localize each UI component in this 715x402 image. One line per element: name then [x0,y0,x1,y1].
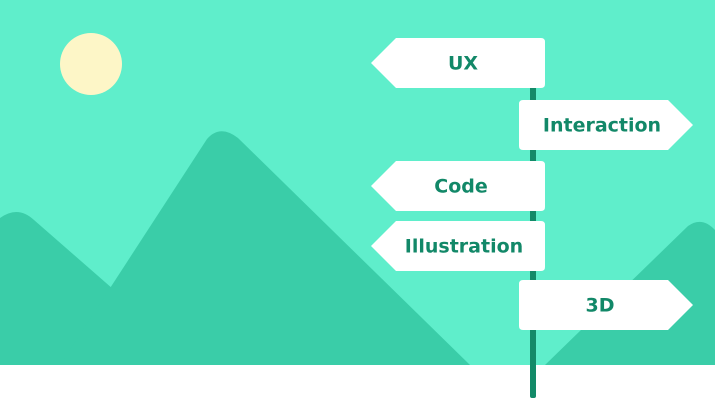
sign-ux: UX [371,38,545,88]
ground [0,365,715,402]
sign-code: Code [371,161,545,211]
sign-interaction: Interaction [519,100,693,150]
sign-code-label: Code [434,176,487,198]
mountain-center [60,131,470,365]
sign-ux-label: UX [448,53,478,75]
sign-interaction-label: Interaction [543,115,661,137]
sun-icon [60,33,122,95]
sign-illustration-label: Illustration [405,236,523,258]
sign-illustration: Illustration [371,221,545,271]
sign-3d-label: 3D [586,295,615,317]
sign-3d: 3D [519,280,693,330]
